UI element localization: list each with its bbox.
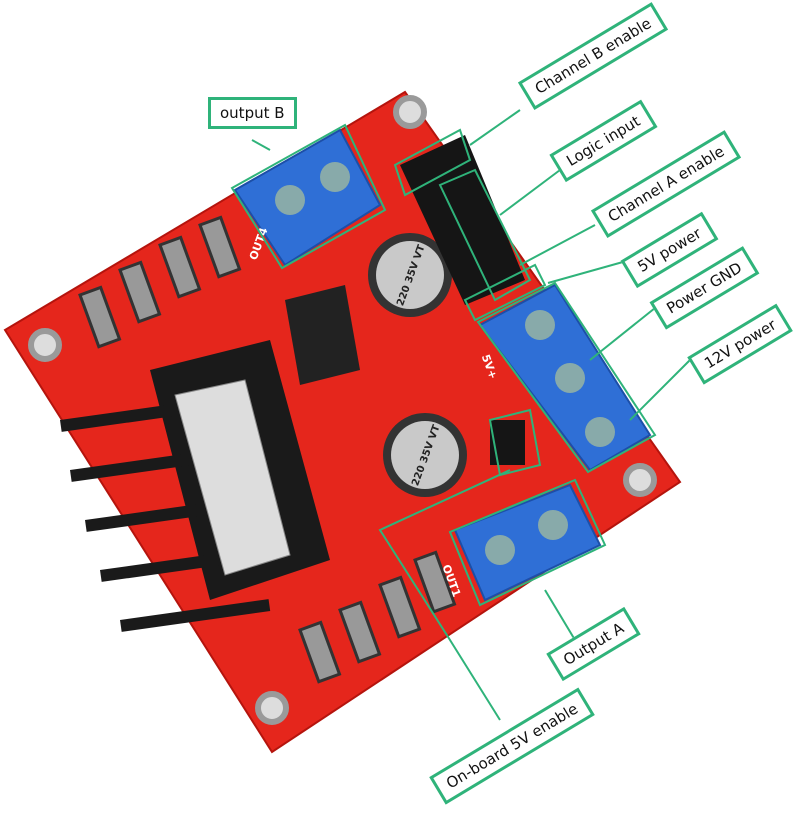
mounting-holes xyxy=(28,95,657,725)
callout-lines xyxy=(230,109,691,721)
voltage-regulator xyxy=(285,285,360,385)
terminal-output-b xyxy=(233,128,382,267)
terminal-output-a xyxy=(453,483,602,602)
smd-diodes xyxy=(78,215,457,684)
l298n-chip xyxy=(174,379,291,576)
jumper-5v xyxy=(490,420,525,465)
logic-pin-header xyxy=(400,135,525,305)
capacitor-2: 220 35V VT xyxy=(383,413,467,497)
terminal-power xyxy=(478,283,652,472)
label-output-b: output B xyxy=(208,97,297,129)
capacitor-1: 220 35V VT xyxy=(368,233,452,317)
